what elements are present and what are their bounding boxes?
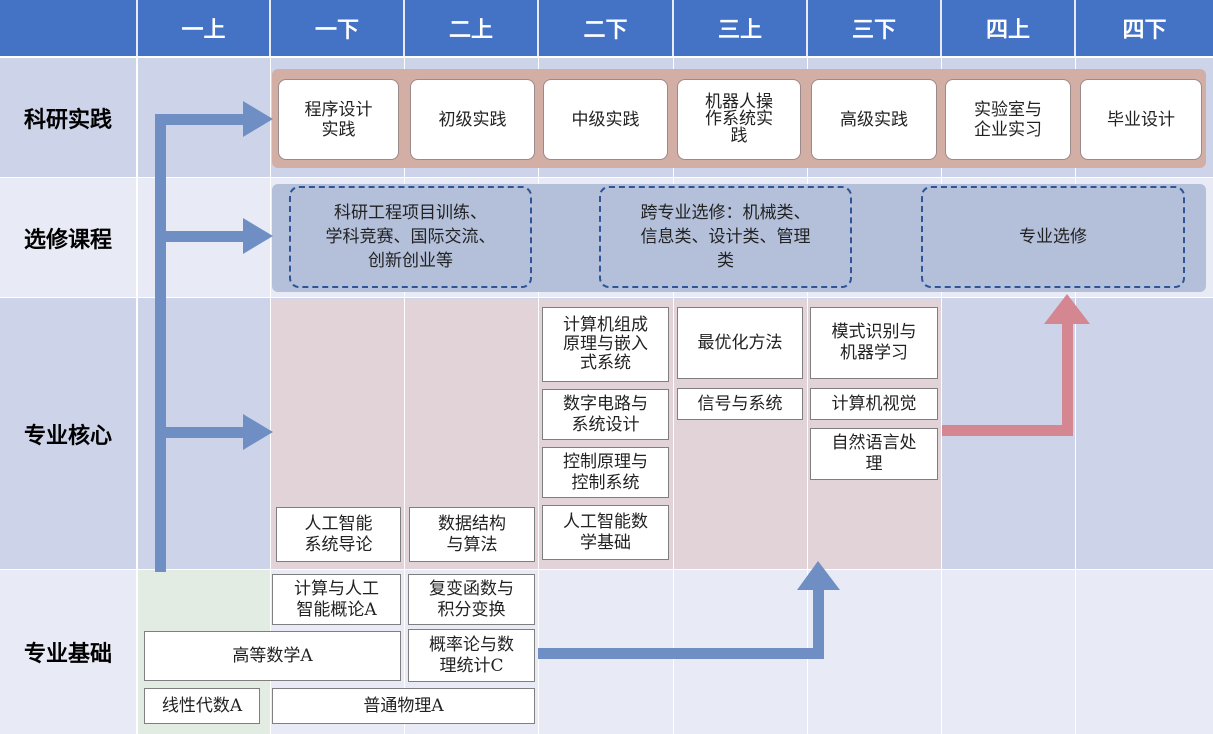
header-semester-1: 一上 (138, 0, 269, 56)
separator (0, 177, 1213, 178)
separator (1075, 56, 1076, 734)
course-advanced-practice: 高级实践 (811, 79, 937, 160)
course-programming-practice: 程序设计 实践 (278, 79, 399, 160)
course-basic-practice: 初级实践 (410, 79, 535, 160)
row-label-foundation: 专业基础 (23, 642, 112, 667)
elective-band (272, 184, 1206, 292)
blue-trunk-arrow (155, 101, 273, 572)
blue-foundation-arrow (538, 561, 840, 659)
course-nlp: 自然语言处 理 (810, 428, 938, 480)
header-semester-4: 二下 (539, 0, 672, 56)
header-corner (0, 0, 136, 56)
course-intermediate-practice: 中级实践 (543, 79, 668, 160)
header-semester-3: 二上 (405, 0, 537, 56)
separator (807, 56, 808, 734)
course-control-systems: 控制原理与 控制系统 (542, 447, 669, 498)
course-computer-organization: 计算机组成 原理与嵌入 式系统 (542, 307, 669, 382)
row-label-core: 专业核心 (23, 423, 112, 449)
header-semester-2: 一下 (271, 0, 403, 56)
course-probability-statistics: 概率论与数 理统计C (408, 629, 535, 682)
separator (404, 56, 405, 734)
course-pattern-recognition: 模式识别与 机器学习 (810, 307, 938, 379)
separator (0, 569, 1213, 570)
course-computing-ai-intro: 计算与人工 智能概论A (272, 574, 401, 625)
separator (941, 56, 942, 734)
elective-major: 专业选修 (921, 186, 1185, 288)
elective-research-projects: 科研工程项目训练、 学科竞赛、国际交流、 创新创业等 (289, 186, 532, 288)
separator (270, 56, 271, 734)
header-semester-8: 四下 (1076, 0, 1213, 56)
course-digital-circuits: 数字电路与 系统设计 (542, 389, 669, 440)
course-computer-vision: 计算机视觉 (810, 388, 938, 420)
separator (0, 297, 1213, 298)
course-robot-os-practice: 机器人操 作系统实 践 (677, 79, 801, 160)
course-advanced-math: 高等数学A (144, 631, 401, 681)
course-graduation-project: 毕业设计 (1080, 79, 1202, 160)
separator (136, 56, 138, 734)
course-ai-systems-intro: 人工智能 系统导论 (276, 507, 401, 562)
course-complex-functions: 复变函数与 积分变换 (408, 574, 535, 625)
course-lab-internship: 实验室与 企业实习 (945, 79, 1071, 160)
header-semester-7: 四上 (942, 0, 1074, 56)
course-general-physics: 普通物理A (272, 688, 535, 724)
course-linear-algebra: 线性代数A (144, 688, 260, 724)
course-ai-math: 人工智能数 学基础 (542, 505, 669, 560)
separator (538, 56, 539, 734)
elective-cross-major: 跨专业选修：机械类、 信息类、设计类、管理 类 (599, 186, 852, 288)
row-label-elective: 选修课程 (23, 227, 112, 253)
row-label-research: 科研实践 (23, 107, 112, 133)
course-signals-systems: 信号与系统 (677, 388, 803, 420)
header-semester-6: 三下 (808, 0, 940, 56)
course-optimization: 最优化方法 (677, 307, 803, 379)
separator (0, 56, 1213, 58)
course-data-structures: 数据结构 与算法 (409, 507, 535, 562)
separator (673, 56, 674, 734)
red-core-arrow (942, 294, 1090, 436)
header-semester-5: 三上 (674, 0, 806, 56)
